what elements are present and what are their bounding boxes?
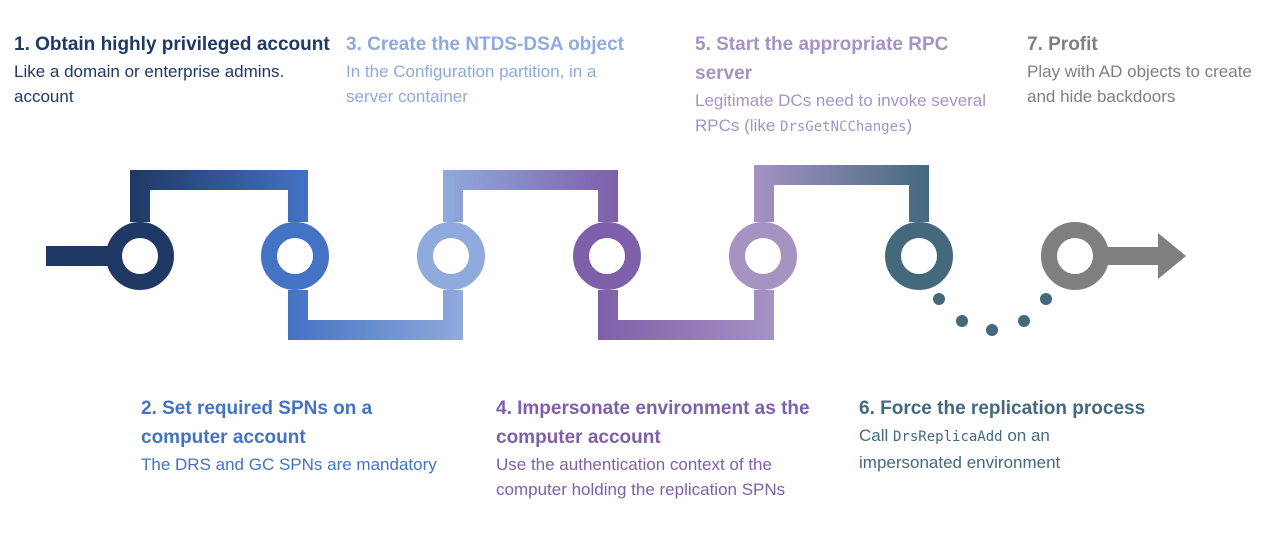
step-5-title: 5. Start the appropriate RPC server	[695, 34, 949, 84]
path-start-segment	[46, 246, 110, 266]
step-7: 7. Profit Play with AD objects to create…	[1027, 30, 1267, 109]
step-4: 4. Impersonate environment as the comput…	[496, 394, 836, 502]
connector-2-3	[288, 290, 463, 340]
step-6-description-suffix: on an impersonated environment	[859, 426, 1061, 472]
connector-4-5	[598, 290, 774, 340]
step-3: 3. Create the NTDS-DSA object In the Con…	[346, 30, 666, 109]
step-3-description: In the Configuration partition, in a ser…	[346, 62, 597, 106]
step-4-description: Use the authentication context of the co…	[496, 455, 786, 499]
arrow-head-icon	[1158, 233, 1186, 279]
step-4-title: 4. Impersonate environment as the comput…	[496, 398, 810, 448]
transition-dot	[1018, 315, 1030, 327]
step-1-title: 1. Obtain highly privileged account	[14, 34, 330, 55]
step-1: 1. Obtain highly privileged account Like…	[14, 30, 334, 109]
step-6-description: Call DrsReplicaAdd on an impersonated en…	[859, 423, 1109, 475]
step-5: 5. Start the appropriate RPC server Legi…	[695, 30, 1010, 140]
step-1-node	[106, 222, 174, 290]
step-2-title: 2. Set required SPNs on a computer accou…	[141, 398, 373, 448]
step-2: 2. Set required SPNs on a computer accou…	[141, 394, 471, 477]
step-6: 6. Force the replication process Call Dr…	[859, 394, 1179, 475]
connector-5-6	[754, 165, 929, 222]
step-5-description: Legitimate DCs need to invoke several RP…	[695, 88, 1010, 140]
step-7-title: 7. Profit	[1027, 34, 1098, 55]
transition-dot	[933, 293, 945, 305]
step-2-node	[261, 222, 329, 290]
step-6-description-text: Call	[859, 426, 894, 445]
step-3-title: 3. Create the NTDS-DSA object	[346, 34, 625, 55]
step-5-node	[729, 222, 797, 290]
connector-3-4	[443, 170, 618, 222]
step-7-node	[1041, 222, 1109, 290]
step-5-description-text: Legitimate DCs need to invoke several RP…	[695, 91, 987, 135]
step-2-description: The DRS and GC SPNs are mandatory	[141, 455, 437, 474]
step-7-description: Play with AD objects to create and hide …	[1027, 62, 1252, 106]
transition-dot	[956, 315, 968, 327]
step-6-description-code: DrsReplicaAdd	[893, 429, 1003, 445]
step-1-description: Like a domain or enterprise admins. acco…	[14, 62, 285, 106]
step-6-title: 6. Force the replication process	[859, 398, 1146, 419]
transition-dot	[1040, 293, 1052, 305]
arrow-shaft	[1101, 247, 1163, 265]
step-5-description-suffix: )	[906, 116, 913, 135]
step-6-node	[885, 222, 953, 290]
step-4-node	[573, 222, 641, 290]
step-5-description-code: DrsGetNCChanges	[780, 119, 907, 135]
step-3-node	[417, 222, 485, 290]
transition-dot	[986, 324, 998, 336]
connector-1-2	[130, 170, 308, 222]
